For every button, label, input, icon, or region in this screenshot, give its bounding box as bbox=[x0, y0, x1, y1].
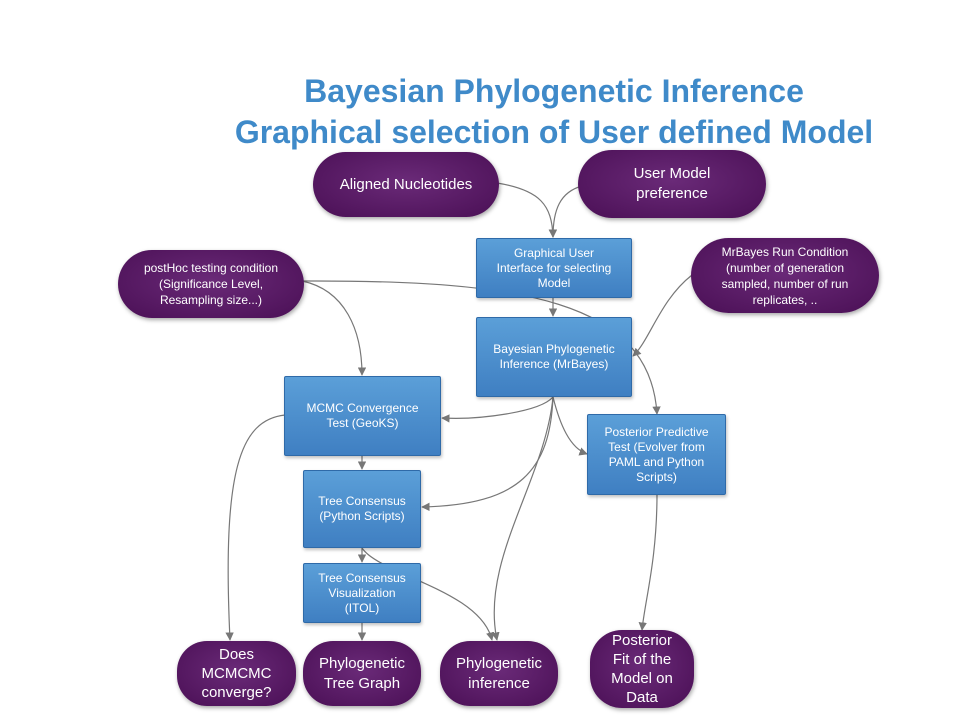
edge-mrbayes-to-bayes bbox=[632, 274, 693, 357]
edge-usermodel-to-gui bbox=[548, 185, 583, 238]
edge-aligned-to-gui bbox=[496, 182, 557, 238]
edge-posterior-to-fit bbox=[638, 493, 658, 631]
edge-bayes-to-mcmc bbox=[441, 396, 554, 423]
edge-bayes-to-posterior bbox=[552, 396, 588, 456]
edge-posthoc-to-mcmc bbox=[301, 280, 367, 376]
node-gui-selecting-model: Graphical User Interface for selecting M… bbox=[476, 238, 632, 298]
node-user-model-preference: User Model preference bbox=[578, 150, 766, 218]
node-posterior-fit: Posterior Fit of the Model on Data bbox=[590, 630, 694, 708]
diagram-title-line1: Bayesian Phylogenetic Inference bbox=[304, 73, 804, 109]
edge-bayes-to-inference bbox=[491, 396, 554, 641]
node-posthoc-testing-condition: postHoc testing condition (Significance … bbox=[118, 250, 304, 318]
node-phylogenetic-tree-graph: Phylogenetic Tree Graph bbox=[303, 641, 421, 706]
diagram-title-line2: Graphical selection of User defined Mode… bbox=[234, 114, 874, 150]
node-does-mcmcmc-converge: Does MCMCMC converge? bbox=[177, 641, 296, 706]
edge-consensus-to-inference bbox=[361, 547, 495, 641]
node-tree-consensus-visualization: Tree Consensus Visualization (ITOL) bbox=[303, 563, 421, 623]
node-phylogenetic-inference: Phylogenetic inference bbox=[440, 641, 558, 706]
node-mrbayes-run-condition: MrBayes Run Condition (number of generat… bbox=[691, 238, 879, 313]
edge-bayes-to-consensus bbox=[421, 396, 554, 512]
node-mcmc-convergence-test: MCMC Convergence Test (GeoKS) bbox=[284, 376, 441, 456]
node-aligned-nucleotides: Aligned Nucleotides bbox=[313, 152, 499, 217]
node-posterior-predictive-test: Posterior Predictive Test (Evolver from … bbox=[587, 414, 726, 495]
node-tree-consensus: Tree Consensus (Python Scripts) bbox=[303, 470, 421, 548]
node-bayesian-inference-mrbayes: Bayesian Phylogenetic Inference (MrBayes… bbox=[476, 317, 632, 397]
edge-posthoc-to-posterior bbox=[301, 280, 661, 415]
edge-mcmc-to-converge bbox=[225, 414, 286, 641]
